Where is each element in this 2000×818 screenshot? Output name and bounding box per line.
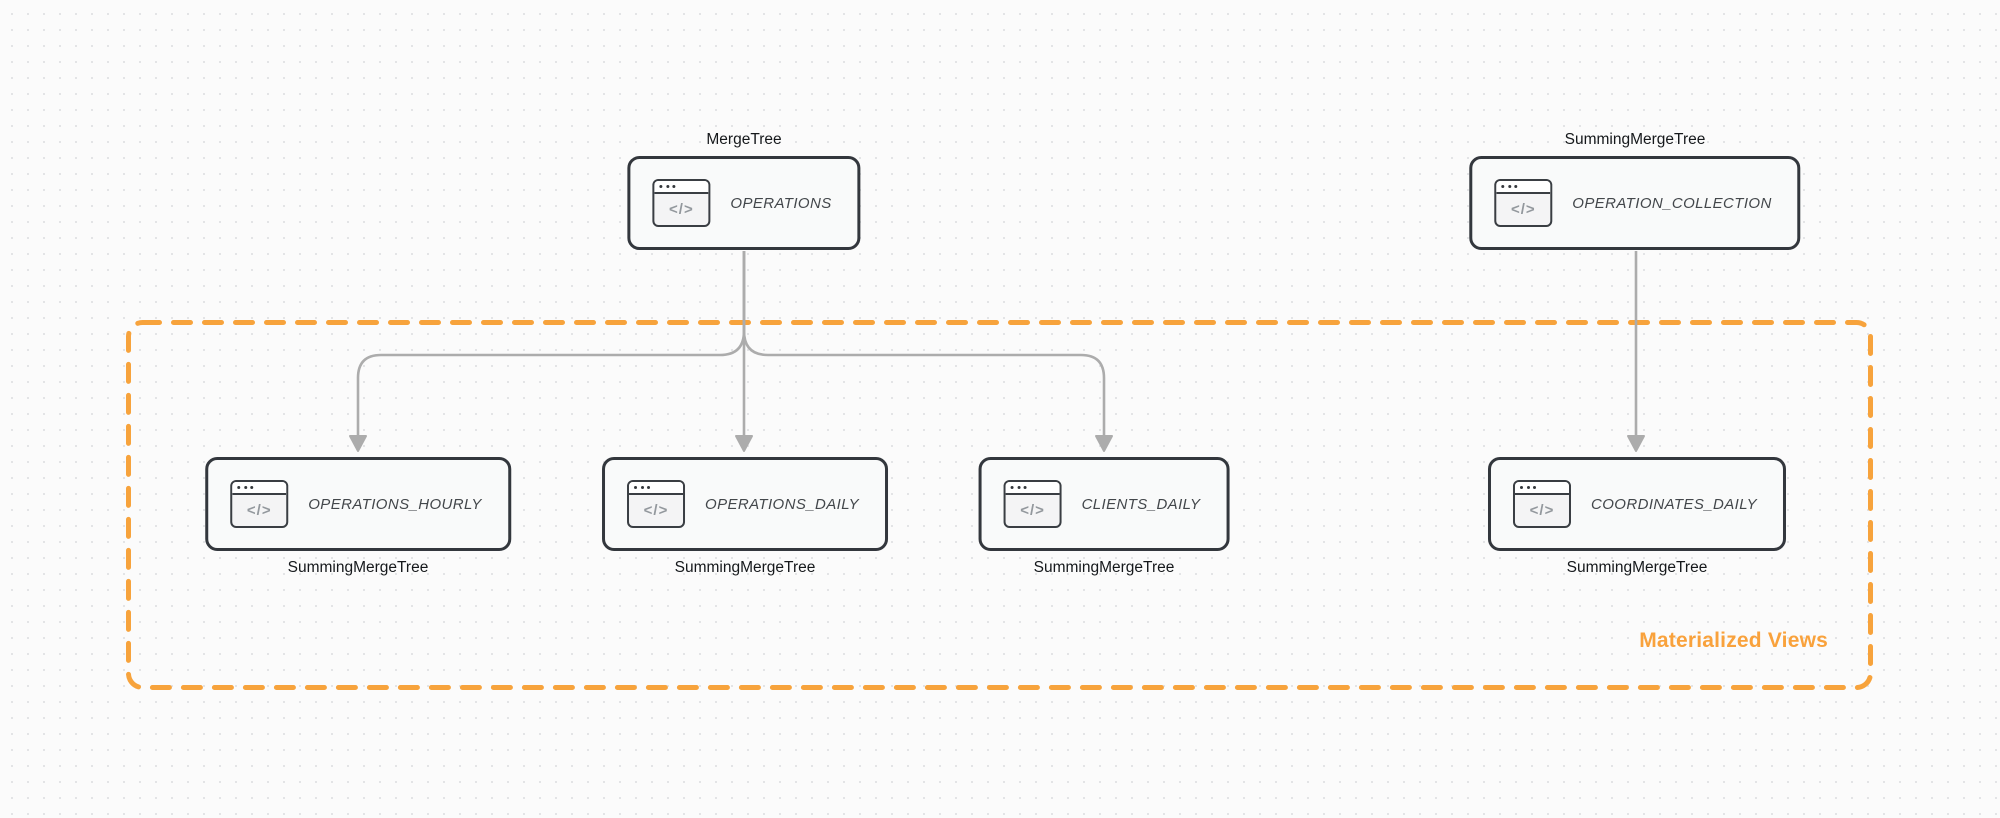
table-name: OPERATIONS_HOURLY: [308, 495, 482, 513]
arrowhead-operations-hourly: [349, 435, 367, 452]
code-glyph: </>: [643, 502, 669, 519]
arrowhead-coordinates-daily: [1627, 435, 1645, 452]
table-name: OPERATION_COLLECTION: [1572, 194, 1772, 212]
code-window-icon: </>: [1003, 480, 1062, 528]
code-window-icon: </>: [230, 480, 289, 528]
node-group-operation-collection: SummingMergeTree </> OPERATION_COLLECTIO…: [1469, 131, 1801, 250]
code-window-icon: </>: [652, 179, 711, 227]
connector-operations-to-operations-hourly: [356, 251, 746, 437]
code-window-icon: </>: [1494, 179, 1553, 227]
table-node-coordinates-daily[interactable]: </> COORDINATES_DAILY: [1487, 457, 1787, 551]
window-dots-icon: [1514, 482, 1569, 495]
window-dots-icon: [654, 181, 709, 194]
node-group-coordinates-daily: </> COORDINATES_DAILY SummingMergeTree: [1487, 457, 1787, 576]
code-glyph: </>: [246, 502, 272, 519]
table-name: OPERATIONS_DAILY: [705, 495, 859, 513]
arrowhead-operations-daily: [735, 435, 753, 452]
node-group-operations-daily: </> OPERATIONS_DAILY SummingMergeTree: [602, 457, 888, 576]
node-group-clients-daily: </> CLIENTS_DAILY SummingMergeTree: [978, 457, 1230, 576]
arrowhead-clients-daily: [1095, 435, 1113, 452]
engine-label-operations-hourly: SummingMergeTree: [287, 559, 429, 576]
connector-operations-to-clients-daily: [742, 251, 1106, 437]
engine-label-clients-daily: SummingMergeTree: [1033, 559, 1175, 576]
window-dots-icon: [1005, 482, 1060, 495]
code-window-icon: </>: [1512, 480, 1571, 528]
window-dots-icon: [629, 482, 684, 495]
window-dots-icon: [232, 482, 287, 495]
table-node-clients-daily[interactable]: </> CLIENTS_DAILY: [978, 457, 1230, 551]
node-group-operations: MergeTree </> OPERATIONS: [627, 131, 861, 250]
code-glyph: </>: [1020, 502, 1045, 519]
engine-label-operation-collection: SummingMergeTree: [1564, 131, 1706, 148]
window-dots-icon: [1496, 181, 1551, 194]
table-name: COORDINATES_DAILY: [1590, 495, 1758, 513]
engine-label-operations-daily: SummingMergeTree: [674, 559, 816, 576]
code-window-icon: </>: [627, 480, 686, 528]
code-glyph: </>: [1529, 502, 1555, 519]
table-name: OPERATIONS: [730, 194, 832, 212]
engine-label-coordinates-daily: SummingMergeTree: [1566, 559, 1708, 576]
engine-label-operations: MergeTree: [706, 131, 782, 148]
table-node-operations[interactable]: </> OPERATIONS: [627, 156, 861, 250]
code-glyph: </>: [1510, 201, 1536, 218]
code-glyph: </>: [669, 201, 694, 218]
table-node-operations-daily[interactable]: </> OPERATIONS_DAILY: [602, 457, 888, 551]
node-group-operations-hourly: </> OPERATIONS_HOURLY SummingMergeTree: [205, 457, 511, 576]
table-node-operation-collection[interactable]: </> OPERATION_COLLECTION: [1469, 156, 1801, 250]
materialized-views-label: Materialized Views: [1639, 629, 1828, 652]
table-node-operations-hourly[interactable]: </> OPERATIONS_HOURLY: [205, 457, 511, 551]
table-name: CLIENTS_DAILY: [1081, 495, 1201, 513]
